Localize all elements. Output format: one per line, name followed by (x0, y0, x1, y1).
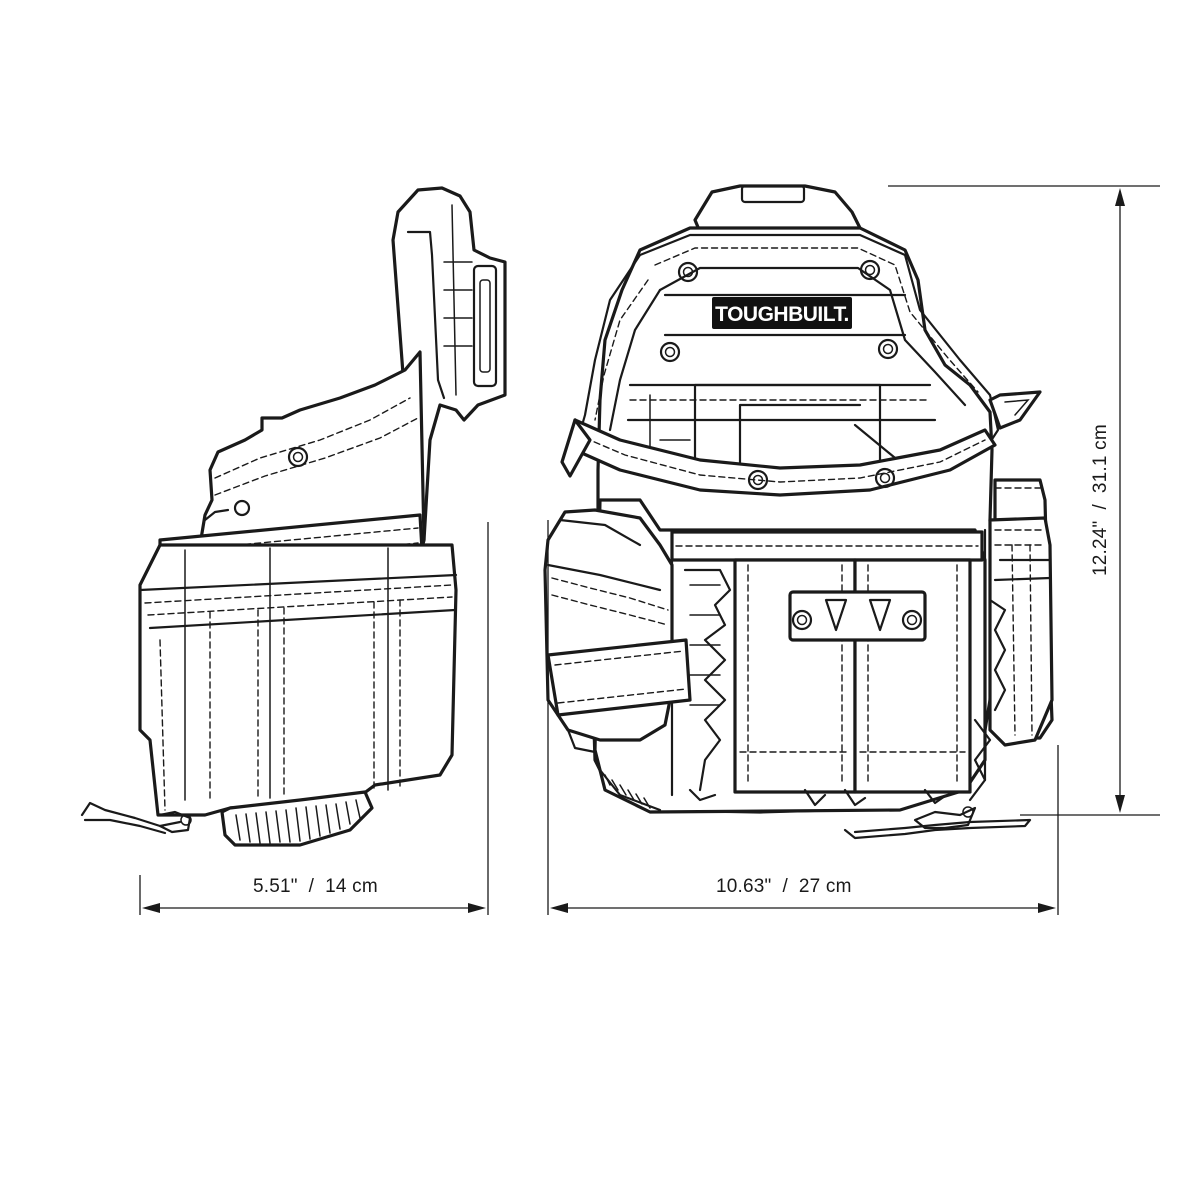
front-middle-harness (573, 418, 997, 497)
dimension-lines (139, 185, 1160, 915)
right-d-ring (988, 390, 1042, 430)
left-tool-loops (683, 568, 732, 792)
side-width-dimension-label: 5.51" / 14 cm (253, 876, 378, 897)
left-holster-strap (546, 638, 692, 717)
side-view-pouch (80, 186, 507, 847)
front-width-dimension-label: 10.63" / 27 cm (716, 876, 852, 897)
front-hammer-loop (788, 590, 927, 642)
brand-logo (712, 297, 852, 329)
right-side-pocket-front (988, 516, 1054, 747)
brand-logo-text: TOUGHBUILT. (715, 303, 849, 326)
side-wire-hook (80, 801, 182, 835)
front-view-pouch: TOUGHBUILT. (543, 184, 1054, 840)
front-wire-hook (843, 818, 1032, 840)
front-top-clip (693, 184, 864, 234)
left-d-ring (560, 418, 592, 478)
height-dimension-label: 12.24" / 31.1 cm (1090, 424, 1111, 576)
side-main-body (138, 543, 458, 817)
